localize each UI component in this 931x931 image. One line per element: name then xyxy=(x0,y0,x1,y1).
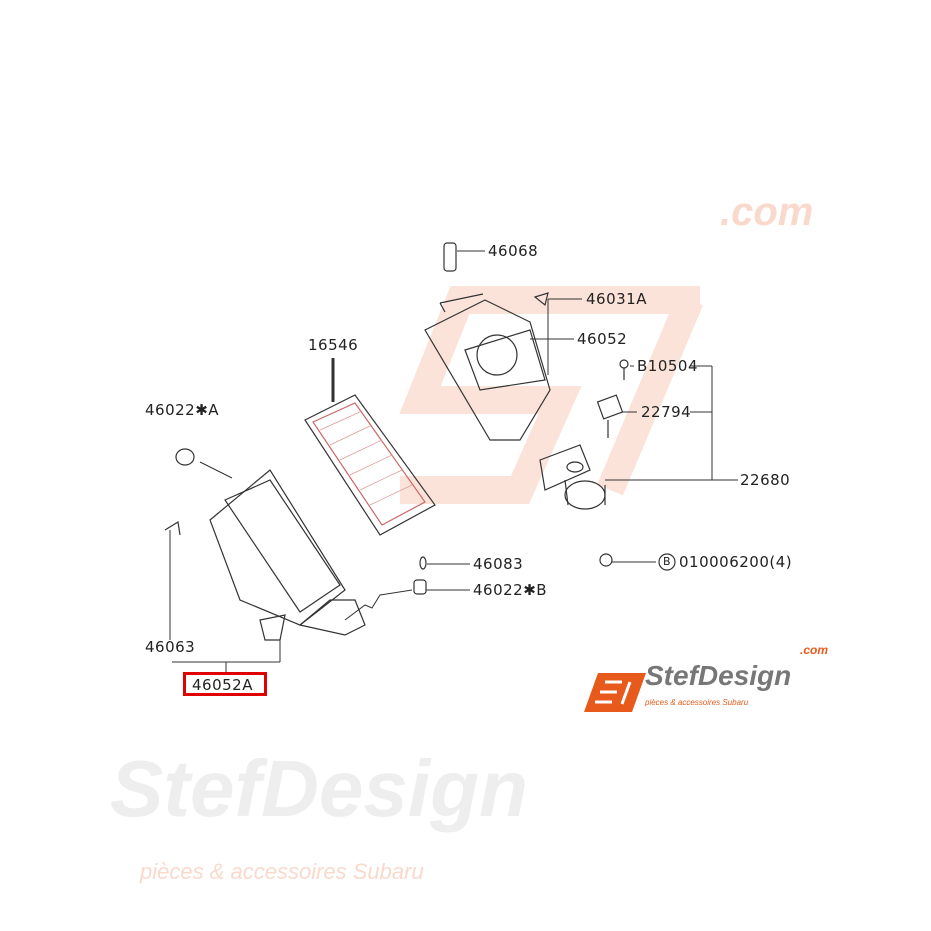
bolt-marker-circle xyxy=(658,553,676,571)
bolt-010006200 xyxy=(599,553,613,567)
logo-brand: StefDesign xyxy=(645,660,792,691)
sensor-22794 xyxy=(596,394,624,438)
grommet-46022A xyxy=(175,448,195,466)
clip-46068 xyxy=(443,242,457,272)
watermark-tagline: pièces & accessoires Subaru xyxy=(140,859,424,884)
label-16546: 16546 xyxy=(308,336,359,354)
bolt-b10504 xyxy=(619,359,629,380)
highlighted-part-callout[interactable]: 46052A xyxy=(183,672,267,696)
label-22794: 22794 xyxy=(641,403,692,421)
air-cleaner-upper-case xyxy=(424,293,551,441)
label-46052A: 46052A xyxy=(192,676,253,694)
clip-46031A xyxy=(533,292,549,307)
label-46052: 46052 xyxy=(577,330,628,348)
air-cleaner-lower-case xyxy=(209,469,366,641)
air-filter-element xyxy=(304,394,436,536)
label-46031A: 46031A xyxy=(586,290,647,308)
grommet-46022B xyxy=(413,579,427,595)
watermark-sj-mark xyxy=(399,286,703,504)
leader-lines xyxy=(169,250,738,672)
label-22680: 22680 xyxy=(740,471,791,489)
label-46022A: 46022✱A xyxy=(145,401,220,419)
label-46083: 46083 xyxy=(473,555,524,573)
label-46063: 46063 xyxy=(145,638,196,656)
label-46068: 46068 xyxy=(488,242,539,260)
watermark-brand: StefDesign xyxy=(110,744,528,833)
bolt-marker: B xyxy=(663,555,672,568)
watermark-domain: .com xyxy=(720,190,814,234)
mass-air-flow-meter xyxy=(539,444,606,510)
grommet-46083 xyxy=(419,556,427,570)
logo-sj-mark xyxy=(584,673,646,712)
label-B10504: B10504 xyxy=(637,357,699,375)
clip-46063 xyxy=(164,521,181,536)
label-010006200: 010006200(4) xyxy=(679,553,793,571)
logo-domain: .com xyxy=(800,643,829,657)
label-46022B: 46022✱B xyxy=(473,581,548,599)
logo-tagline: pièces & accessoires Subaru xyxy=(645,698,749,707)
